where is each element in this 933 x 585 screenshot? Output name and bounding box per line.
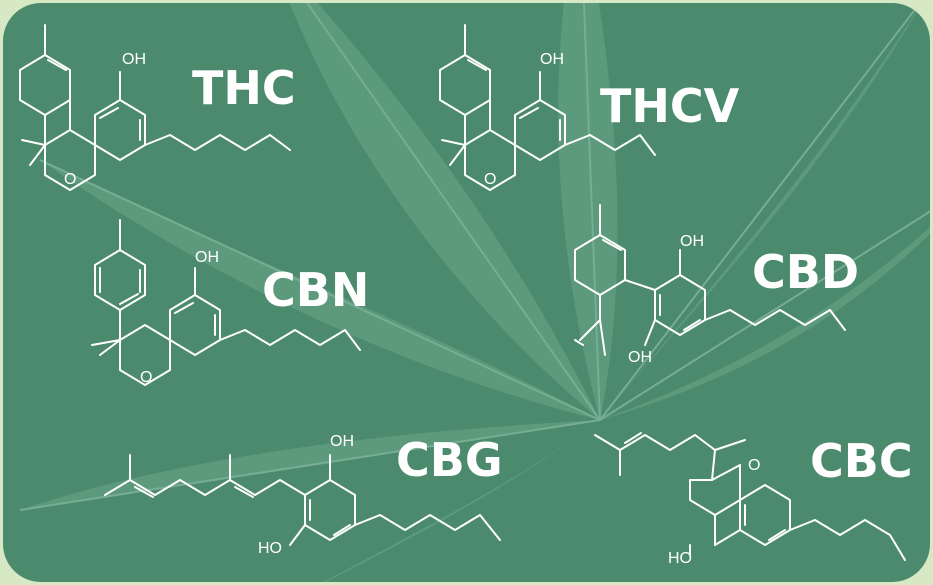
cbd-name: CBD <box>752 245 859 299</box>
cbn-name: CBN <box>262 263 369 317</box>
molecule-cbd: OH OH CBD <box>574 204 859 366</box>
thcv-structure <box>439 24 656 191</box>
cbn-structure <box>91 219 361 386</box>
molecule-cbn: OH O CBN <box>91 219 369 386</box>
thc-name: THC <box>192 61 296 115</box>
thcv-hydroxyl-label: OH <box>540 51 564 68</box>
molecule-cbc: O HO CBC <box>594 432 913 567</box>
cannabis-leaf-icon <box>19 3 930 582</box>
cbd-structure <box>574 204 846 356</box>
cbg-hydroxyl-bottom-label: HO <box>258 540 282 557</box>
cbn-oxygen-label: O <box>140 369 152 386</box>
thc-hydroxyl-label: OH <box>122 51 146 68</box>
thc-structure <box>19 24 291 191</box>
molecule-thcv: OH O THCV <box>439 24 740 191</box>
molecule-thc: OH O THC <box>19 24 296 191</box>
cbg-structure <box>104 454 501 546</box>
cbg-hydroxyl-top-label: OH <box>330 433 354 450</box>
cbc-name: CBC <box>810 434 913 488</box>
thcv-oxygen-label: O <box>484 171 496 188</box>
cbg-name: CBG <box>396 433 503 487</box>
thc-oxygen-label: O <box>64 171 76 188</box>
cbd-hydroxyl-top-label: OH <box>680 233 704 250</box>
molecule-cbg: OH HO CBG <box>104 433 503 557</box>
cbc-oxygen-label: O <box>748 457 760 474</box>
cbn-hydroxyl-label: OH <box>195 249 219 266</box>
cbc-hydroxyl-label: HO <box>668 550 692 567</box>
cbd-hydroxyl-bottom-label: OH <box>628 349 652 366</box>
cbc-structure <box>594 432 906 561</box>
thcv-name: THCV <box>600 79 740 133</box>
